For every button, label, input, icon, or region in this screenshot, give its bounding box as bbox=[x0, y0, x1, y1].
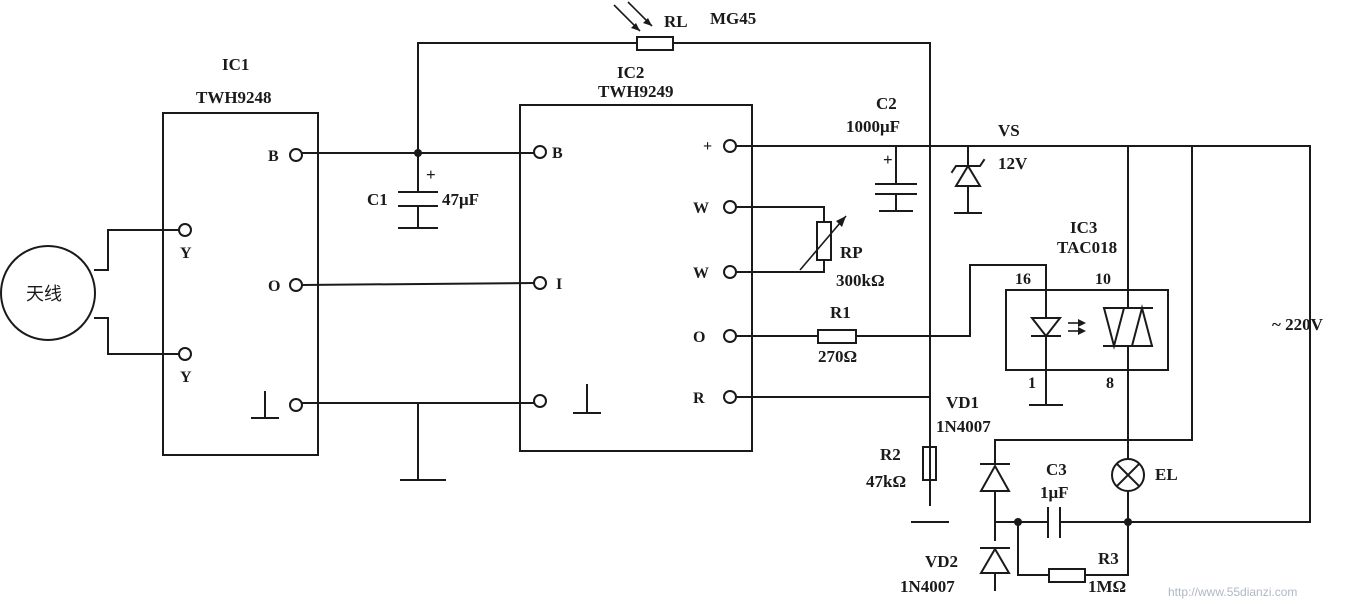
ic3-pin-16: 16 bbox=[1015, 271, 1031, 288]
rl-part: MG45 bbox=[710, 9, 756, 28]
diode-vd1: VD1 1N4007 bbox=[936, 393, 1011, 541]
vd2-name: VD2 bbox=[925, 552, 958, 571]
watermark: http://www.55dianzi.com bbox=[1168, 585, 1297, 599]
rp-name: RP bbox=[840, 243, 863, 262]
capacitor-c3: C3 1μF bbox=[994, 460, 1129, 538]
capacitor-c2: + C2 1000μF bbox=[846, 94, 917, 212]
vs-name: VS bbox=[998, 121, 1020, 140]
ic1-pin-b: B bbox=[268, 148, 279, 165]
ic2-name: IC2 bbox=[617, 63, 644, 82]
diode-vd2: VD2 1N4007 bbox=[900, 547, 1011, 596]
el-name: EL bbox=[1155, 465, 1178, 484]
resistor-r1: R1 270Ω bbox=[735, 264, 1047, 366]
ic2-pin-plus: + bbox=[703, 138, 712, 155]
ic1-part: TWH9248 bbox=[196, 88, 272, 107]
c1-polarity: + bbox=[426, 165, 436, 184]
resistor-r3: R3 1MΩ bbox=[1017, 521, 1129, 596]
c2-name: C2 bbox=[876, 94, 897, 113]
vd1-name: VD1 bbox=[946, 393, 979, 412]
wire-o-to-i bbox=[300, 281, 536, 287]
ic2-pin-r: R bbox=[693, 390, 705, 407]
capacitor-c1: + C1 47μF bbox=[367, 152, 479, 229]
ic3-pin-10: 10 bbox=[1095, 271, 1111, 288]
c1-value: 47μF bbox=[442, 190, 479, 209]
ic1-pin-y1: Y bbox=[180, 245, 192, 262]
ground-bus bbox=[301, 402, 535, 481]
ic3-pin-1: 1 bbox=[1028, 375, 1036, 392]
vd1-part: 1N4007 bbox=[936, 417, 991, 436]
c2-value: 1000μF bbox=[846, 117, 900, 136]
ic3-part: TAC018 bbox=[1057, 238, 1117, 257]
rl-name: RL bbox=[664, 12, 688, 31]
antenna-loop: 天线 bbox=[0, 229, 180, 355]
lamp-el: EL bbox=[1111, 369, 1178, 576]
resistor-r2: R2 47kΩ bbox=[866, 445, 949, 523]
vs-value: 12V bbox=[998, 154, 1028, 173]
ic1-block: IC1 TWH9248 Y Y B O bbox=[162, 55, 319, 456]
ic1-name: IC1 bbox=[222, 55, 249, 74]
ic1-pin-y2: Y bbox=[180, 369, 192, 386]
positive-rail bbox=[735, 145, 1311, 523]
mains-label: ~ 220V bbox=[1272, 315, 1324, 334]
ic2-pin-i: I bbox=[556, 276, 562, 293]
ic3-block: IC3 TAC018 16 10 1 8 bbox=[1005, 218, 1169, 406]
ic3-pin-8: 8 bbox=[1106, 375, 1114, 392]
c1-name: C1 bbox=[367, 190, 388, 209]
zener-vs: VS 12V bbox=[950, 121, 1028, 214]
antenna-label: 天线 bbox=[26, 284, 62, 305]
c3-name: C3 bbox=[1046, 460, 1067, 479]
rp-value: 300kΩ bbox=[836, 271, 885, 290]
r3-name: R3 bbox=[1098, 549, 1119, 568]
r1-name: R1 bbox=[830, 303, 851, 322]
ic2-block: IC2 TWH9249 B I + W W O R bbox=[519, 63, 753, 452]
photoresistor-rl: RL MG45 bbox=[613, 1, 756, 51]
potentiometer-rp: RP 300kΩ bbox=[735, 206, 885, 290]
ic2-pin-w2: W bbox=[693, 265, 709, 282]
r2-value: 47kΩ bbox=[866, 472, 906, 491]
vd2-part: 1N4007 bbox=[900, 577, 955, 596]
ic1-ground-symbol bbox=[251, 391, 279, 419]
ic2-part: TWH9249 bbox=[598, 82, 674, 101]
ic2-pin-w1: W bbox=[693, 200, 709, 217]
r3-value: 1MΩ bbox=[1088, 577, 1126, 596]
ic2-pin-o: O bbox=[693, 329, 705, 346]
r1-value: 270Ω bbox=[818, 347, 857, 366]
ic1-pin-o: O bbox=[268, 278, 280, 295]
r2-name: R2 bbox=[880, 445, 901, 464]
ic2-pin-b: B bbox=[552, 145, 563, 162]
c3-value: 1μF bbox=[1040, 483, 1069, 502]
c2-polarity: + bbox=[883, 150, 893, 169]
ic2-ground-symbol bbox=[573, 384, 601, 414]
ic3-name: IC3 bbox=[1070, 218, 1097, 237]
